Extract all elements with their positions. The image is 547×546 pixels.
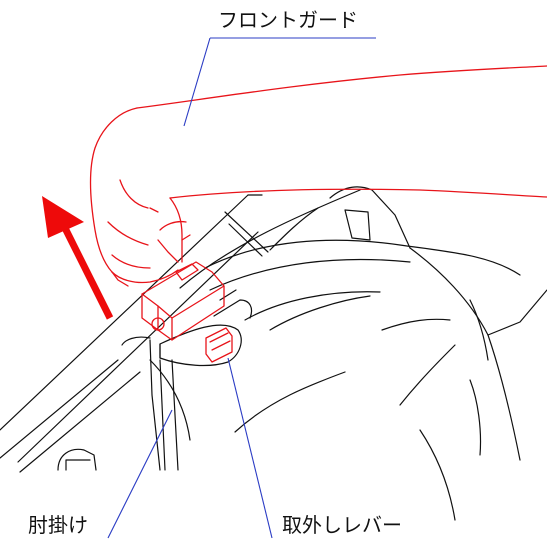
release-lever xyxy=(205,327,233,363)
frame-tube-upper xyxy=(0,194,249,431)
label-armrest: 肘掛け xyxy=(28,513,88,537)
leader-lines xyxy=(107,37,376,539)
front-guard-outline xyxy=(89,65,547,363)
pin-hole xyxy=(151,317,165,331)
leader-release-lever xyxy=(227,357,273,539)
label-front-guard: フロントガード xyxy=(218,8,358,32)
label-release-lever: 取外しレバー xyxy=(282,513,402,537)
leader-front-guard xyxy=(183,37,211,127)
front-guard-bar-top xyxy=(136,65,547,109)
arrow-up-left-icon xyxy=(42,196,114,320)
leader-armrest xyxy=(107,409,173,539)
stroller-outline xyxy=(0,186,547,521)
frame-tube-lower xyxy=(17,231,259,463)
front-guard-bar-bottom xyxy=(169,188,547,199)
hinge-block xyxy=(141,261,225,319)
